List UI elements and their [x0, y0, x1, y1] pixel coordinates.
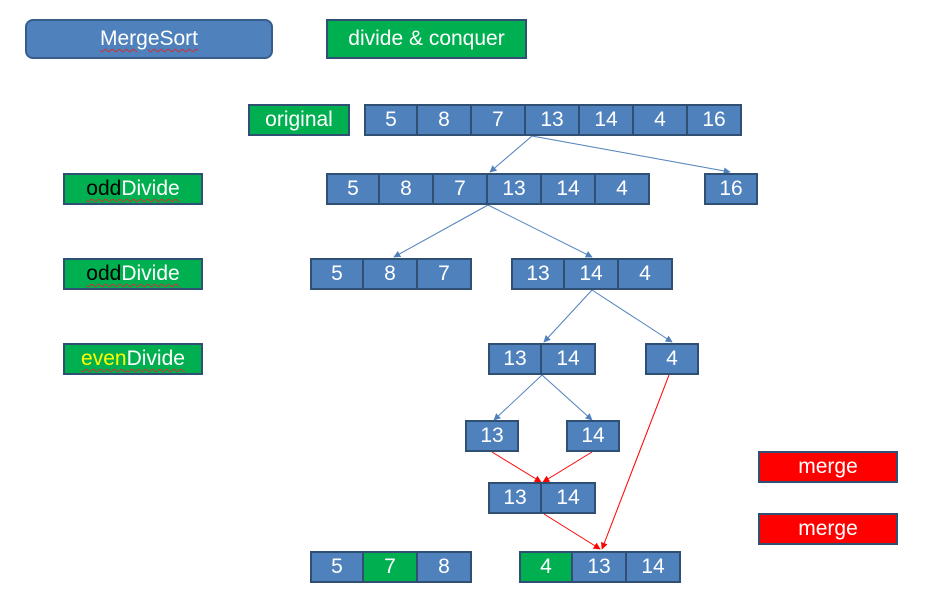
divide-arrow	[591, 289, 673, 343]
array-cell: 16	[686, 104, 742, 136]
merge-label-1-text: merge	[798, 455, 858, 478]
divide-arrow	[543, 289, 593, 343]
divide-arrow	[487, 204, 593, 258]
divide-arrow	[393, 204, 489, 258]
array-cell: 4	[594, 173, 650, 205]
subtitle-text: divide & conquer	[348, 27, 505, 50]
merge-arrow	[542, 451, 593, 483]
merge-label-1: merge	[758, 451, 898, 483]
array-cell: 8	[416, 104, 472, 136]
subtitle-box: divide & conquer	[326, 19, 527, 59]
array-cell: 13	[511, 258, 565, 290]
even-divide-label-text: evenDivide	[81, 347, 185, 371]
merge-arrow	[543, 513, 601, 550]
original-label: original	[265, 108, 333, 131]
odd-divide-label-1: oddDivide	[63, 173, 203, 205]
title-box: MergeSort	[25, 19, 273, 59]
array-cell: 14	[578, 104, 634, 136]
array-cell: 13	[465, 420, 519, 452]
array-cell: 4	[645, 343, 699, 375]
divide-word-3: Divide	[126, 347, 185, 370]
odd-divide-label-2: oddDivide	[63, 258, 203, 290]
array-cell: 5	[326, 173, 380, 205]
merge-label-2: merge	[758, 513, 898, 545]
array-cell: 8	[378, 173, 434, 205]
divide-word-2: Divide	[121, 262, 180, 285]
array-cell: 8	[416, 551, 472, 583]
array-cell: 13	[488, 343, 542, 375]
original-label-box: original	[248, 104, 350, 136]
array-cell: 14	[540, 173, 596, 205]
array-cell: 7	[362, 551, 418, 583]
array-cell: 14	[563, 258, 619, 290]
divide-arrow	[531, 135, 731, 175]
array-cell: 5	[310, 258, 364, 290]
array-cell: 7	[416, 258, 472, 290]
array-level4-a: 13	[465, 420, 519, 452]
array-cell: 5	[310, 551, 364, 583]
even-divide-label: evenDivide	[63, 343, 203, 375]
array-cell: 5	[364, 104, 418, 136]
odd-divide-label-1-text: oddDivide	[86, 177, 179, 201]
odd-prefix-1: odd	[86, 177, 122, 200]
array-cell: 14	[540, 343, 596, 375]
title-text: MergeSort	[99, 27, 199, 50]
divide-arrow	[489, 135, 533, 173]
merge-arrow	[600, 374, 670, 550]
odd-divide-label-2-text: oddDivide	[86, 262, 179, 286]
array-cell: 13	[571, 551, 627, 583]
array-cell: 8	[362, 258, 418, 290]
divide-word-1: Divide	[121, 177, 180, 200]
array-cell: 7	[432, 173, 488, 205]
array-cell: 16	[704, 173, 758, 205]
merge-label-2-text: merge	[798, 517, 858, 540]
array-cell: 14	[625, 551, 681, 583]
divide-arrow	[493, 374, 543, 421]
array-cell: 4	[632, 104, 688, 136]
array-cell: 4	[617, 258, 673, 290]
array-cell: 13	[488, 482, 542, 514]
merge-arrow	[491, 451, 542, 483]
array-cell: 14	[540, 482, 596, 514]
array-cell: 7	[470, 104, 526, 136]
array-level4-b: 14	[566, 420, 620, 452]
array-cell: 13	[486, 173, 542, 205]
even-prefix: even	[81, 347, 127, 370]
array-cell: 14	[566, 420, 620, 452]
odd-prefix-2: odd	[86, 262, 122, 285]
array-cell: 13	[524, 104, 580, 136]
array-level3-right: 4	[645, 343, 699, 375]
divide-arrow	[541, 374, 593, 421]
array-level1-right: 16	[704, 173, 758, 205]
array-cell: 4	[519, 551, 573, 583]
